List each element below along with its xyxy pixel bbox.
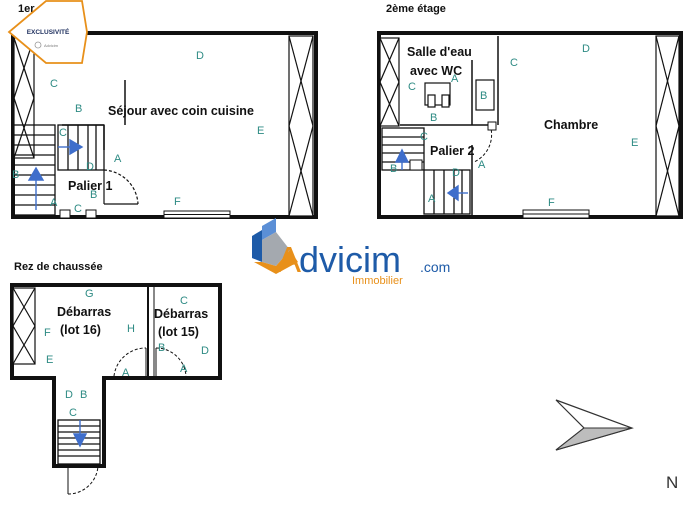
wall-letter: F (44, 327, 51, 339)
ground-stair-arrow (72, 420, 88, 448)
wall-letter: D (65, 389, 73, 401)
svg-text:EXCLUSIVITÉ: EXCLUSIVITÉ (27, 27, 70, 36)
wall-letter: A (451, 73, 459, 85)
wall-letter: H (127, 323, 135, 335)
ground-left-window (12, 287, 36, 365)
wall-letter: F (548, 197, 555, 209)
wall-letter: B (390, 163, 397, 175)
wall-letter: D (452, 167, 460, 179)
room-label-debarras16: Débarras (57, 305, 111, 319)
exclusivite-badge: EXCLUSIVITÉ Advicim (7, 0, 88, 64)
wall-letter: A (50, 197, 58, 209)
second-door (473, 124, 493, 163)
wall-letter: G (85, 288, 94, 300)
floor-label-ground: Rez de chaussée (14, 261, 103, 273)
second-floor-plan: Salle d'eau avec WC Palier 2 Chambre C A… (377, 3, 683, 219)
wall-letter: A (122, 367, 130, 379)
room-label-salle-eau-2: avec WC (410, 64, 462, 78)
first-bottom-window (59, 209, 231, 219)
wall-letter: C (408, 81, 416, 93)
wall-letter: C (180, 295, 188, 307)
wall-letter: C (510, 57, 518, 69)
logo-house-icon (252, 218, 298, 274)
wall-letter: B (90, 189, 97, 201)
brand-name: dvicim (299, 239, 401, 280)
room-label-debarras15: Débarras (154, 307, 208, 321)
wall-letter: C (74, 203, 82, 215)
wall-letter: E (257, 125, 264, 137)
first-door (103, 169, 139, 205)
wall-letter: B (75, 103, 82, 115)
compass-north-label: N (666, 473, 678, 492)
wall-letter: D (582, 43, 590, 55)
second-left-window (379, 37, 400, 127)
wall-letter: D (196, 50, 204, 62)
wall-letter: B (80, 389, 87, 401)
wall-letter: B (158, 342, 165, 354)
ground-floor-outline (10, 283, 222, 468)
brand-initial: A (277, 239, 301, 280)
first-stairs (12, 124, 105, 216)
wall-letter: C (69, 407, 77, 419)
wall-letter: A (180, 363, 188, 375)
wall-letter: D (86, 161, 94, 173)
wall-letter: D (201, 345, 209, 357)
first-stair-arrows (27, 138, 84, 210)
advicim-logo: A dvicim .com Immobilier (252, 218, 450, 287)
wall-letter: E (631, 137, 638, 149)
wall-letter: C (420, 131, 428, 143)
wall-letter: F (174, 196, 181, 208)
room-label-palier2: Palier 2 (430, 144, 475, 158)
svg-text:Advicim: Advicim (44, 43, 59, 48)
wall-letter: B (480, 90, 487, 102)
wall-letter: A (478, 159, 486, 171)
wall-letter: B (12, 169, 19, 181)
room-label-sejour: Séjour avec coin cuisine (108, 104, 254, 118)
brand-domain: .com (420, 259, 450, 275)
brand-sub: Immobilier (352, 275, 403, 287)
wall-letter: A (428, 193, 436, 205)
first-right-window (288, 35, 314, 217)
room-label-debarras16-2: (lot 16) (60, 323, 101, 337)
second-stair-arrows (394, 148, 468, 202)
second-right-window (655, 35, 680, 217)
wall-letter: C (50, 78, 58, 90)
wall-letter: A (114, 153, 122, 165)
room-label-debarras15-2: (lot 15) (158, 325, 199, 339)
wall-letter: E (46, 354, 53, 366)
north-arrow-icon (555, 399, 634, 451)
room-label-salle-eau: Salle d'eau (407, 45, 472, 59)
ground-floor-plan: Débarras (lot 16) Débarras (lot 15) G C … (10, 261, 222, 495)
first-floor-plan: Séjour avec coin cuisine Palier 1 C D B … (11, 3, 318, 219)
room-label-palier1: Palier 1 (68, 179, 113, 193)
room-label-chambre: Chambre (544, 118, 598, 132)
wall-letter: B (430, 112, 437, 124)
floor-label-second: 2ème étage (386, 3, 446, 15)
wall-letter: C (59, 127, 67, 139)
first-left-window (13, 37, 35, 159)
